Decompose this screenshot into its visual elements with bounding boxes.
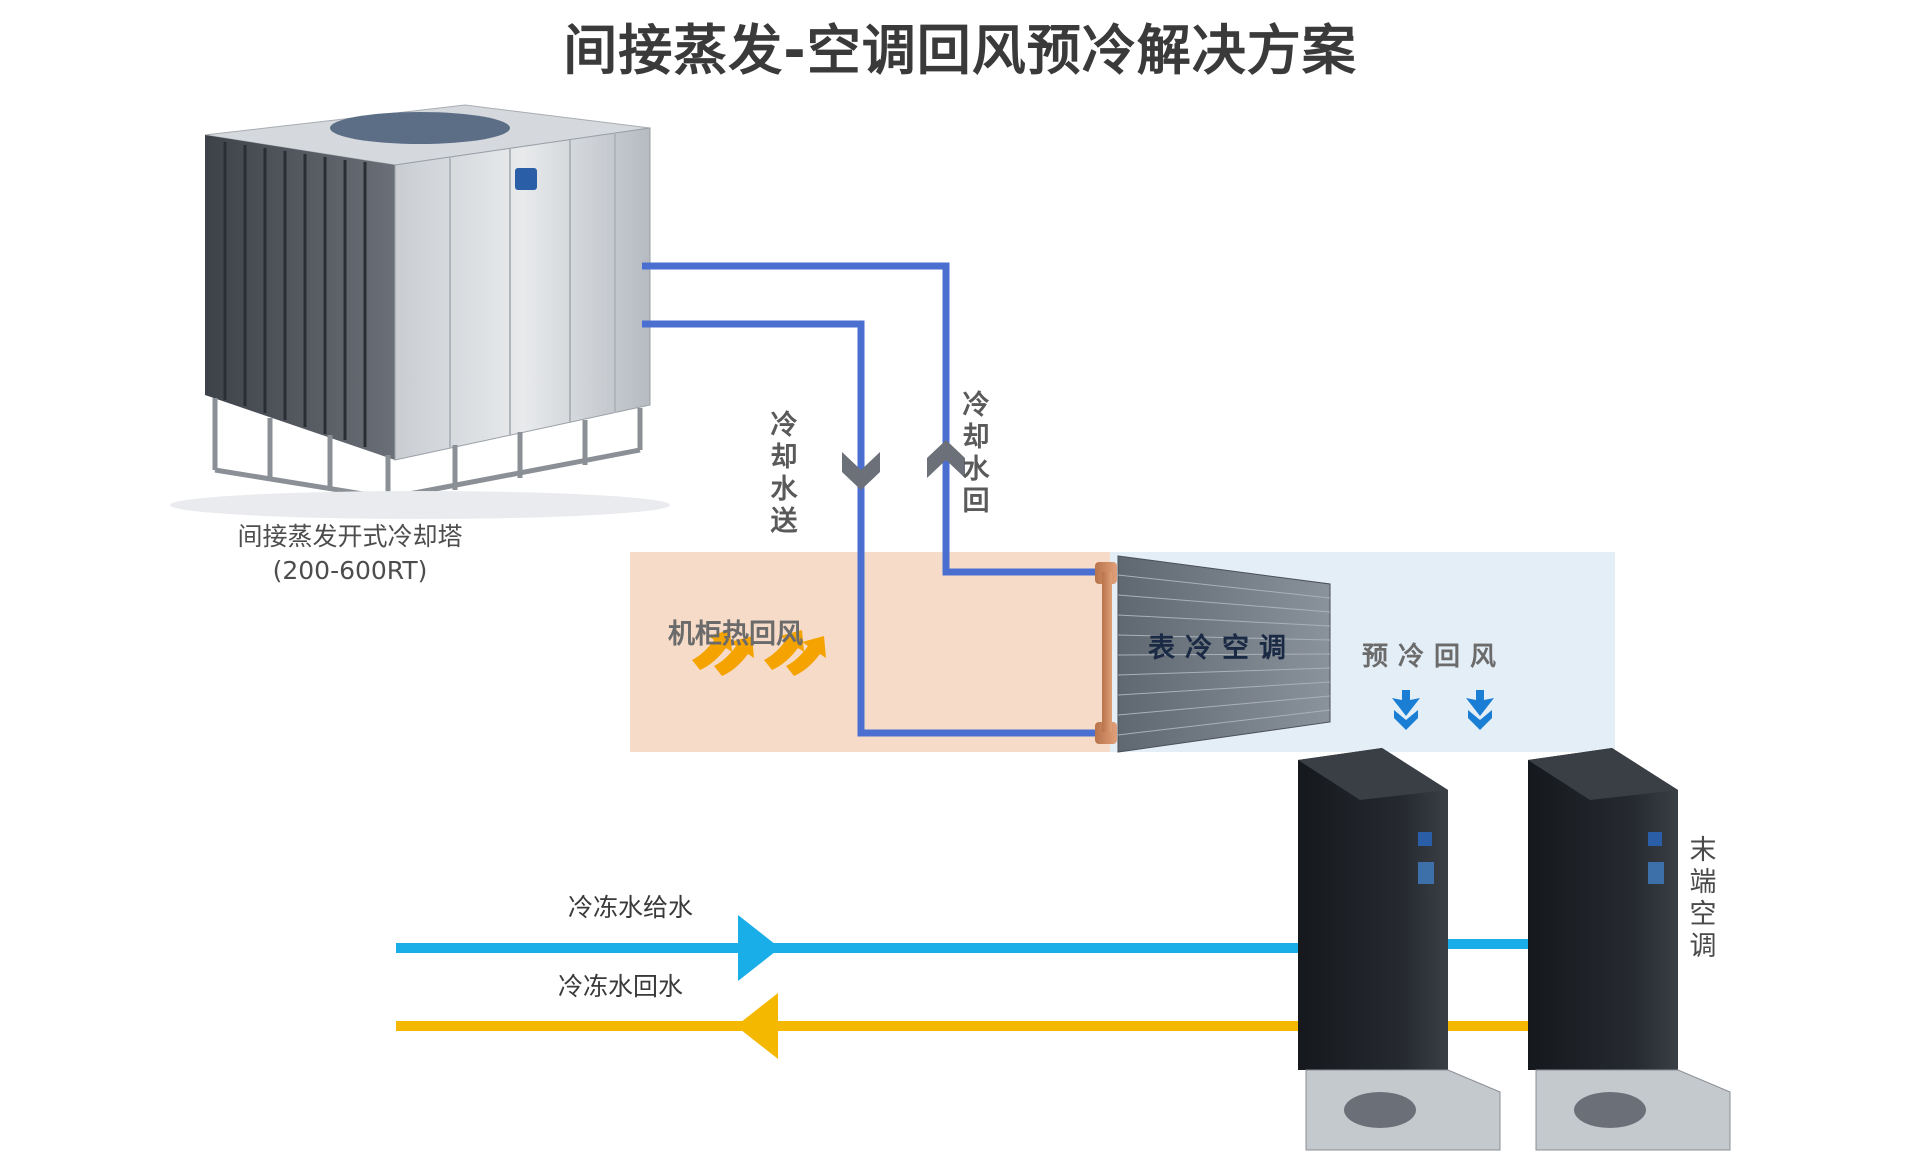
chilled-water-supply-label: 冷冻水给水 — [568, 893, 694, 922]
terminal-ac-label: 末端空调 — [1689, 835, 1717, 962]
terminal-ac-unit-2 — [1528, 748, 1731, 1151]
cooling-tower — [170, 104, 670, 519]
chilled-water-return-label: 冷冻水回水 — [558, 972, 684, 1001]
cooling-water-supply-pipe — [642, 320, 1105, 737]
hot-air-arrow-1 — [692, 630, 754, 676]
chilled-return-arrow — [736, 993, 778, 1059]
surface-cooling-coil — [1117, 555, 1331, 753]
cooling-water-supply-label: 冷却水送 — [770, 410, 798, 537]
diagram-title: 间接蒸发-空调回风预冷解决方案 — [563, 19, 1357, 82]
hot-return-air-label: 机柜热回风 — [668, 619, 803, 650]
cooling-water-return-pipe — [642, 262, 1105, 576]
supply-down-arrow — [842, 452, 880, 490]
cooling-tower-name: 间接蒸发开式冷却塔 — [237, 522, 463, 551]
precooled-air-arrow-2 — [1466, 690, 1494, 730]
cooling-tower-capacity: (200-600RT) — [272, 556, 428, 585]
cooling-water-return-label: 冷却水回 — [962, 390, 990, 517]
chilled-supply-arrow — [738, 915, 780, 981]
precooled-air-arrow-1 — [1392, 690, 1420, 730]
cooling-tower-label: 间接蒸发开式冷却塔 (200-600RT) — [180, 520, 520, 588]
terminal-ac-unit-1 — [1298, 748, 1501, 1151]
hot-air-arrow-2 — [764, 630, 826, 676]
return-up-arrow — [927, 440, 965, 478]
precooled-return-air-label: 预冷回风 — [1362, 642, 1507, 672]
coil-header-vertical — [1102, 572, 1112, 732]
surface-cooling-coil-label: 表冷空调 — [1148, 633, 1296, 664]
